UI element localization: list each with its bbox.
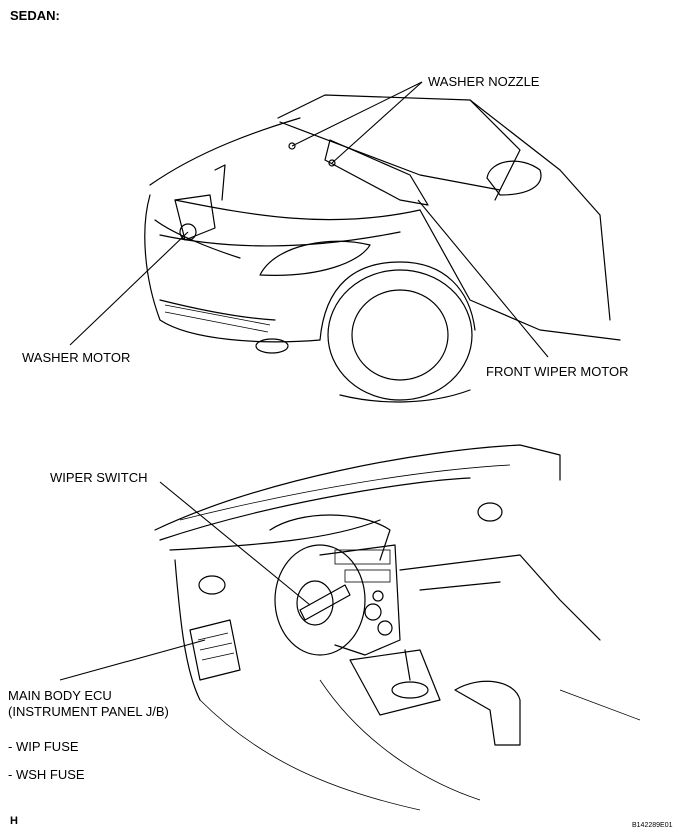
main-body-ecu-label: MAIN BODY ECU	[8, 688, 112, 703]
leader-lines-bottom	[59, 481, 311, 681]
washer-nozzle-label: WASHER NOZZLE	[428, 74, 540, 89]
sedan-front-view	[144, 94, 621, 403]
leader-washer-nozzle-2	[331, 81, 423, 164]
wiper-switch-label: WIPER SWITCH	[50, 470, 148, 485]
instrument-panel-view	[154, 444, 641, 811]
leader-main-body-ecu	[59, 639, 206, 681]
corner-mark: H	[10, 815, 18, 827]
figure-code: B142289E01	[632, 822, 673, 829]
wsh-fuse-label: - WSH FUSE	[8, 767, 85, 782]
leader-front-wiper-motor	[417, 199, 549, 358]
leader-washer-nozzle-1	[291, 81, 423, 147]
leader-washer-motor	[69, 231, 189, 346]
instrument-panel-jb-label: (INSTRUMENT PANEL J/B)	[8, 704, 169, 719]
washer-motor-label: WASHER MOTOR	[22, 350, 131, 365]
wip-fuse-label: - WIP FUSE	[8, 739, 79, 754]
leader-lines-top	[69, 81, 549, 358]
figure-label: SEDAN:	[10, 8, 60, 23]
front-wiper-motor-label: FRONT WIPER MOTOR	[486, 364, 629, 379]
leader-wiper-switch	[159, 481, 311, 606]
